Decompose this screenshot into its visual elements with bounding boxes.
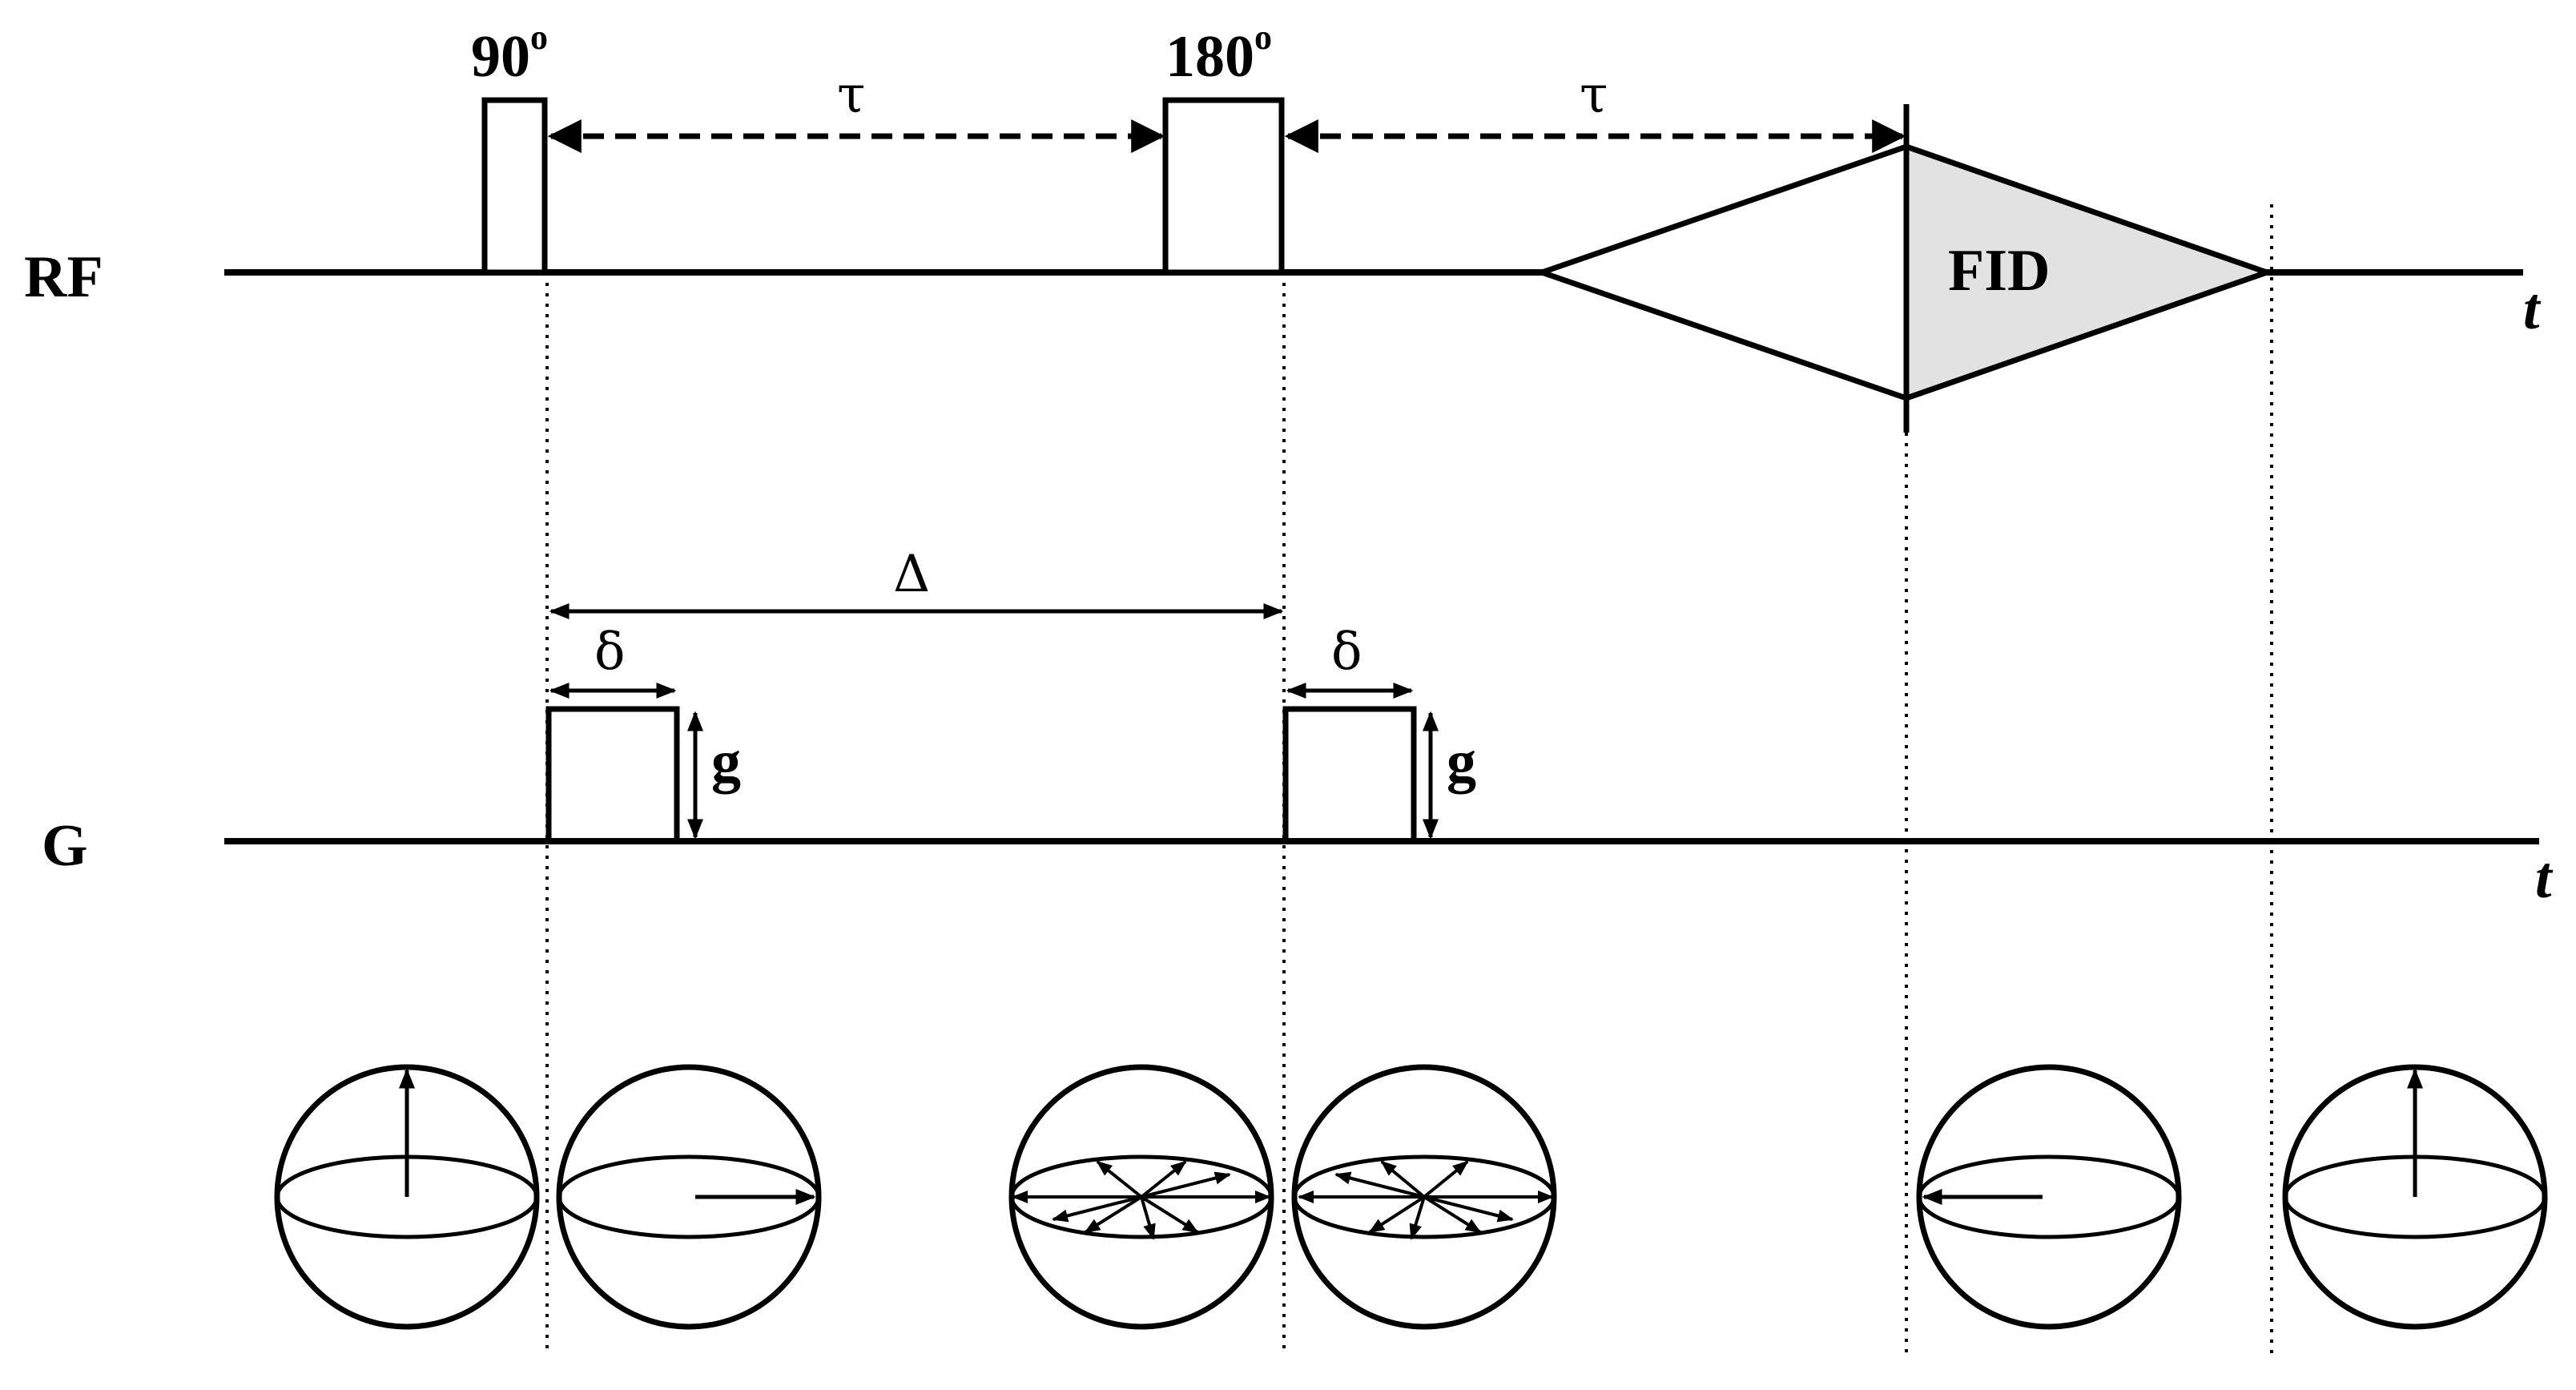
g-time-axis-label: t [2535, 845, 2554, 911]
pulse-90-label: 90o [471, 18, 548, 90]
timing-guides [545, 204, 2273, 1354]
sphere-5 [1916, 1064, 2182, 1330]
small-delta-label-2: δ [1331, 622, 1362, 682]
tau-label-2: τ [1580, 66, 1608, 125]
spin-vector [1423, 1195, 1514, 1223]
spin-vector [1140, 1196, 1156, 1240]
spin-vector [1334, 1171, 1425, 1199]
spin-vector [1423, 1160, 1469, 1199]
spin-vector [1380, 1160, 1426, 1199]
dephased-vectors [1012, 1160, 1271, 1240]
spin-vector [1141, 1171, 1231, 1199]
pulse-180-label: 180o [1165, 18, 1272, 90]
fid-label: FID [1948, 238, 2050, 304]
big-delta-label: Δ [893, 545, 930, 604]
spin-vector [1409, 1196, 1426, 1240]
rf-row-label: RF [24, 244, 103, 310]
spin-vector [1423, 1195, 1482, 1234]
sphere-4 [1291, 1064, 1557, 1330]
pulse-90 [481, 97, 548, 276]
gradient-amplitude-label-2: g [1447, 729, 1476, 795]
spin-vector [1368, 1195, 1426, 1234]
spin-vector [1052, 1195, 1142, 1223]
gradient-pulse-1 [545, 706, 680, 841]
tau-label-1: τ [837, 66, 865, 125]
spin-vector [1140, 1160, 1187, 1199]
sphere-2 [556, 1064, 822, 1330]
rf-time-axis-label: t [2523, 276, 2542, 342]
g-row-label: G [42, 813, 88, 879]
magnetization-spheres [274, 1064, 2548, 1330]
pulse-180 [1162, 97, 1285, 276]
sphere-equator [557, 1154, 821, 1239]
sphere-3 [1008, 1064, 1274, 1330]
sphere-equator [1292, 1154, 1556, 1239]
spin-vector [1096, 1160, 1143, 1199]
sphere-1 [274, 1064, 540, 1330]
spin-vector [1140, 1195, 1199, 1234]
echo-rise-triangle [1533, 143, 1910, 402]
spin-vector [1084, 1195, 1143, 1234]
sphere-equator [1917, 1154, 2181, 1239]
sphere-6 [2282, 1064, 2548, 1330]
dephased-vectors [1298, 1160, 1554, 1240]
small-delta-label-1: δ [594, 622, 626, 682]
gradient-pulse-2 [1282, 706, 1417, 841]
gradient-amplitude-label-1: g [711, 729, 741, 795]
